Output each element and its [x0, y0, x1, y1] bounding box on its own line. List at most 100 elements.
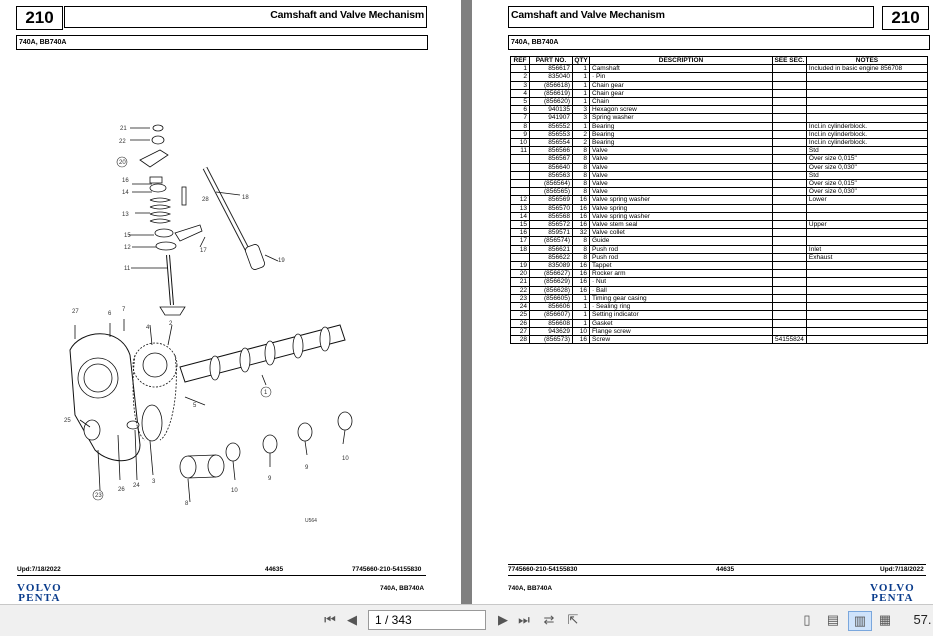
cell-qty: 1 [572, 88, 590, 99]
cell-ref: 13 [510, 203, 530, 213]
col-part-no: PART NO. [529, 55, 573, 66]
previous-page-icon[interactable]: ◀ [347, 612, 357, 627]
cell-see-sec [772, 187, 807, 197]
page-number-input[interactable]: 1 / 343 [368, 610, 486, 630]
diagram-code: U564 [305, 518, 317, 524]
cell-qty: 16 [572, 211, 590, 222]
cell-qty: 16 [572, 277, 590, 287]
cell-notes: Over size 0,015" [805, 179, 929, 189]
cell-notes [805, 113, 929, 123]
col-notes: NOTES [805, 55, 929, 66]
callout-labels: 21 22 20 16 14 28 18 13 15 17 12 11 19 2… [64, 126, 349, 524]
cell-qty: 8 [572, 170, 590, 181]
cell-see-sec [772, 310, 807, 320]
two-page-swap-icon[interactable]: ⇄ [543, 612, 555, 627]
cell-part-no: 856622 [529, 252, 573, 263]
cell-part-no: (856564) [529, 179, 573, 189]
callout-15: 15 [124, 233, 131, 239]
cell-ref: 17 [510, 236, 530, 246]
cell-description: Chain [589, 97, 773, 107]
cell-notes: Std [805, 146, 929, 156]
callout-7: 7 [122, 307, 126, 313]
cell-notes: Std [805, 170, 929, 181]
cell-qty: 16 [572, 285, 590, 295]
two-page-continuous-icon[interactable]: ▦ [878, 612, 892, 627]
cell-notes: Over size 0,015" [805, 154, 929, 164]
cell-qty: 1 [572, 310, 590, 320]
cell-ref: 8 [510, 121, 530, 131]
callout-23: 23 [95, 493, 102, 499]
two-page-view-icon[interactable]: ▥ [848, 611, 872, 631]
cell-see-sec [772, 277, 807, 287]
cell-see-sec [772, 129, 807, 140]
cell-ref: 1 [510, 64, 530, 74]
cell-description: Hexagon screw [589, 105, 773, 115]
cell-part-no: 856566 [529, 146, 573, 156]
first-page-icon[interactable]: ⏮ [324, 612, 336, 627]
cell-description: Push rod [589, 244, 773, 254]
cell-qty: 16 [572, 261, 590, 271]
callout-6: 6 [108, 311, 112, 317]
cell-part-no: 856621 [529, 244, 573, 254]
cell-qty: 1 [572, 97, 590, 107]
continuous-view-icon[interactable]: ▤ [826, 612, 840, 627]
table-row: 22(856628)16· Ball [510, 285, 929, 295]
callout-22: 22 [119, 139, 126, 145]
single-page-view-icon[interactable]: ▯ [803, 612, 811, 627]
cell-notes [805, 228, 929, 238]
cell-notes [805, 293, 929, 304]
cell-qty: 16 [572, 203, 590, 213]
page-number-box: 210 [16, 6, 63, 30]
cell-notes: Incl.in cylinderblock. [805, 121, 929, 131]
cell-see-sec [772, 162, 807, 172]
callout-26: 26 [118, 487, 125, 493]
zoom-level[interactable]: 57. [913, 612, 932, 627]
cell-ref [510, 179, 530, 189]
cell-see-sec [772, 252, 807, 263]
cell-qty: 8 [572, 146, 590, 156]
parts-table: REF PART NO. QTY DESCRIPTION SEE SEC. NO… [510, 55, 929, 345]
export-icon[interactable]: ⇱ [567, 612, 579, 627]
cell-part-no: (856573) [529, 334, 573, 345]
cell-see-sec [772, 179, 807, 189]
cell-see-sec [772, 211, 807, 222]
next-page-icon[interactable]: ▶ [498, 612, 508, 627]
cell-description: Bearing [589, 129, 773, 140]
cell-description: Tappet [589, 261, 773, 271]
cell-description: Valve [589, 146, 773, 156]
cell-notes [805, 277, 929, 287]
callout-3: 3 [152, 479, 156, 485]
col-description: DESCRIPTION [589, 55, 773, 66]
cell-part-no: (856607) [529, 310, 573, 320]
cell-notes [805, 97, 929, 107]
callout-13: 13 [122, 212, 129, 218]
cell-description: Timing gear casing [589, 293, 773, 304]
cell-qty: 16 [572, 195, 590, 205]
cell-description: Guide [589, 236, 773, 246]
cell-part-no: 856608 [529, 318, 573, 328]
cell-description: Flange screw [589, 326, 773, 336]
cell-ref: 27 [510, 326, 530, 336]
cell-see-sec [772, 236, 807, 246]
cell-notes [805, 211, 929, 222]
cell-description: Valve collet [589, 228, 773, 238]
cell-qty: 32 [572, 228, 590, 238]
last-page-icon[interactable]: ⏭ [518, 612, 530, 627]
cell-qty: 1 [572, 302, 590, 312]
cell-description: Bearing [589, 138, 773, 148]
cell-description: Valve [589, 187, 773, 197]
cell-ref [510, 162, 530, 172]
callout-10: 10 [231, 488, 238, 494]
callout-9b: 9 [305, 465, 309, 471]
